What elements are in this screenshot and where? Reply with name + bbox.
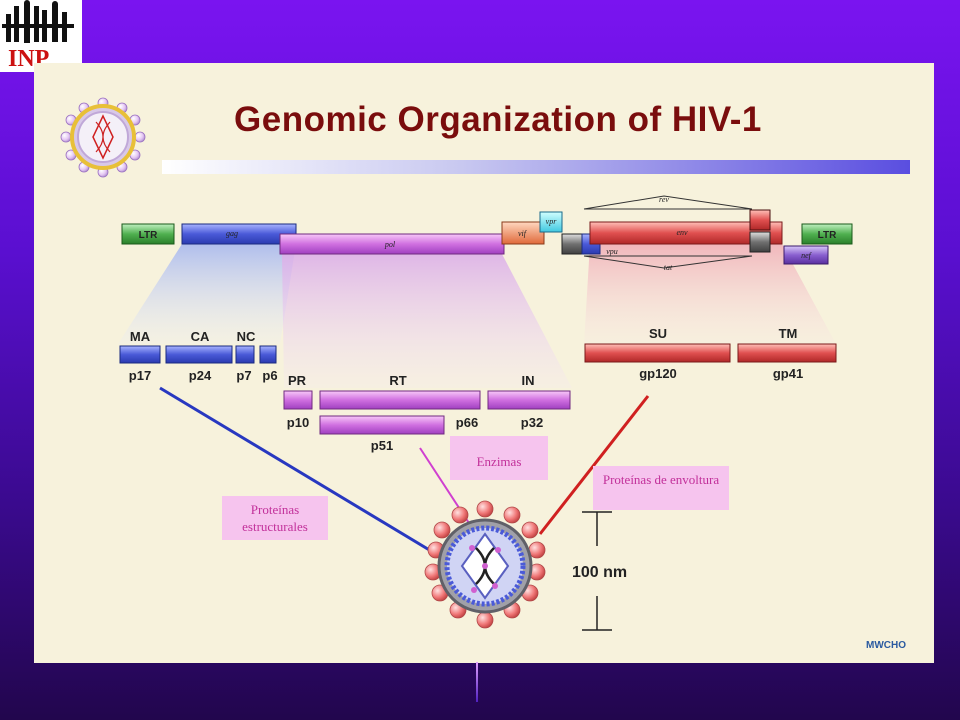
p24-label: p24 <box>189 368 212 383</box>
rt-label: RT <box>389 373 406 388</box>
rev-exon2 <box>749 209 771 231</box>
gag-projection <box>118 244 296 344</box>
scale-label: 100 nm <box>572 564 627 581</box>
su-bar <box>584 343 731 363</box>
nc-label: NC <box>237 329 256 344</box>
title-underline <box>162 160 910 174</box>
p10-label: p10 <box>287 415 309 430</box>
ltr-left-box <box>121 223 175 245</box>
tm-bar <box>737 343 837 363</box>
estructurales-callout: Proteínas estructurales <box>222 496 328 540</box>
env-gene <box>589 221 783 245</box>
rev-label: rev <box>659 195 669 204</box>
tat-label: tat <box>664 263 673 272</box>
env-projection <box>584 244 836 344</box>
gag-gene <box>181 223 297 245</box>
envelope-connector <box>538 395 650 535</box>
credit-label: MWCHO <box>866 640 906 651</box>
ma-label: MA <box>130 329 151 344</box>
enzimas-callout: Enzimas <box>450 436 548 480</box>
in-bar <box>487 390 571 410</box>
ltr-left-label: LTR <box>139 230 158 241</box>
tat-splice-line <box>583 255 753 269</box>
logo-figures-icon <box>2 0 74 43</box>
vif-label: vif <box>518 229 528 238</box>
nef-gene <box>783 245 829 265</box>
gp120-label: gp120 <box>639 366 677 381</box>
rt-bar <box>319 390 481 410</box>
vif-gene <box>501 221 545 245</box>
vpr-gene <box>539 211 563 233</box>
p32-label: p32 <box>521 415 543 430</box>
bottom-accent-line <box>476 662 478 702</box>
estructurales-text: Proteínas estructurales <box>242 502 308 534</box>
gag-label: gag <box>226 229 238 238</box>
scale-bar <box>582 511 612 631</box>
ma-bar <box>119 345 161 364</box>
p51-bar <box>319 415 445 435</box>
inp-logo: INP <box>0 0 82 72</box>
vpu-label: vpu <box>606 247 618 256</box>
p66-label: p66 <box>456 415 478 430</box>
rev-splice-line <box>583 195 753 210</box>
ltr-right-box <box>801 223 853 245</box>
envoltura-callout: Proteínas de envoltura <box>593 466 729 510</box>
small-virion-icon <box>60 97 146 178</box>
enzimas-text: Enzimas <box>476 454 522 469</box>
p6-label: p6 <box>262 368 277 383</box>
tm-label: TM <box>779 326 798 341</box>
p51-label: p51 <box>371 438 393 453</box>
in-label: IN <box>522 373 535 388</box>
su-label: SU <box>649 326 667 341</box>
structural-connector <box>159 386 457 568</box>
pol-projection <box>282 254 572 388</box>
envoltura-text: Proteínas de envoltura <box>602 472 720 487</box>
virion-particle-icon <box>424 500 546 629</box>
ca-bar <box>165 345 233 364</box>
ltr-right-label: LTR <box>818 230 837 241</box>
tat-exon2 <box>749 231 771 253</box>
env-label: env <box>676 228 688 237</box>
page-title: Genomic Organization of HIV-1 <box>234 100 762 139</box>
vpr-label: vpr <box>546 217 558 226</box>
nc-bar <box>235 345 255 364</box>
gp41-label: gp41 <box>773 366 803 381</box>
pol-label: pol <box>384 240 396 249</box>
p17-label: p17 <box>129 368 151 383</box>
ca-label: CA <box>191 329 210 344</box>
pr-bar <box>283 390 313 410</box>
tat-exon1 <box>561 233 585 255</box>
p6-bar <box>259 345 277 364</box>
nef-label: nef <box>801 251 813 260</box>
p7-label: p7 <box>236 368 251 383</box>
pr-label: PR <box>288 373 307 388</box>
